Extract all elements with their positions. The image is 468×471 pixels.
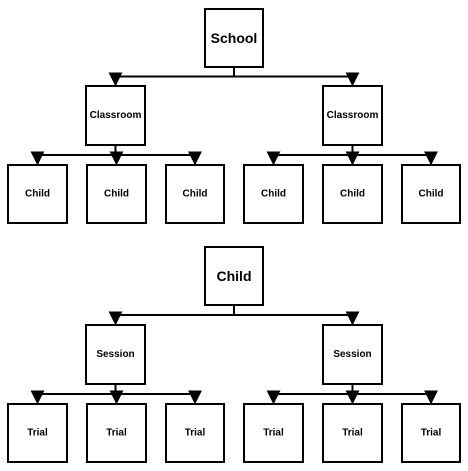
tree-0-group-0-child-0-box bbox=[7, 164, 68, 224]
tree-0-group-1-box bbox=[322, 85, 383, 146]
tree-1-group-0-child-0-box bbox=[7, 403, 68, 463]
tree-0-group-0-label: Classroom bbox=[90, 110, 142, 121]
tree-1-group-1-child-2-label: Trial bbox=[421, 428, 442, 439]
tree-1-group-0-child-2-box bbox=[165, 403, 225, 463]
tree-1-group-0-child-1-box bbox=[86, 403, 147, 463]
tree-0-group-1-child-2-label: Child bbox=[419, 189, 444, 200]
tree-0-group-0-child-1-box bbox=[86, 164, 147, 224]
tree-0-group-1-child-0-label: Child bbox=[261, 189, 286, 200]
tree-1-root-box bbox=[204, 246, 264, 306]
tree-0-group-1-child-2-box bbox=[401, 164, 461, 224]
tree-1-group-1-box bbox=[322, 324, 383, 385]
tree-0-group-1-child-1-label: Child bbox=[340, 189, 365, 200]
tree-1-group-0-label: Session bbox=[96, 349, 134, 360]
tree-1-group-1-child-1-box bbox=[322, 403, 383, 463]
tree-0-group-0-child-1-label: Child bbox=[104, 189, 129, 200]
tree-1-group-0-child-1-label: Trial bbox=[106, 428, 127, 439]
tree-1-group-0-child-2-label: Trial bbox=[185, 428, 206, 439]
tree-1-root-label: Child bbox=[217, 268, 252, 284]
tree-0-group-0-box bbox=[85, 85, 146, 146]
tree-1-group-1-label: Session bbox=[333, 349, 371, 360]
tree-1-group-0-child-0-label: Trial bbox=[27, 428, 48, 439]
tree-1-group-1-child-0-label: Trial bbox=[263, 428, 284, 439]
tree-0-group-0-child-0-label: Child bbox=[25, 189, 50, 200]
tree-1-group-1-child-0-box bbox=[243, 403, 304, 463]
tree-0-group-1-child-0-box bbox=[243, 164, 304, 224]
tree-0-group-1-label: Classroom bbox=[327, 110, 379, 121]
tree-0-root-box bbox=[204, 8, 264, 68]
tree-0-group-1-child-1-box bbox=[322, 164, 383, 224]
tree-0-group-0-child-2-label: Child bbox=[183, 189, 208, 200]
tree-1-group-1-child-2-box bbox=[401, 403, 461, 463]
tree-1-group-1-child-1-label: Trial bbox=[342, 428, 363, 439]
tree-1-group-0-box bbox=[85, 324, 146, 385]
tree-0-root-label: School bbox=[211, 30, 258, 46]
tree-0-group-0-child-2-box bbox=[165, 164, 225, 224]
